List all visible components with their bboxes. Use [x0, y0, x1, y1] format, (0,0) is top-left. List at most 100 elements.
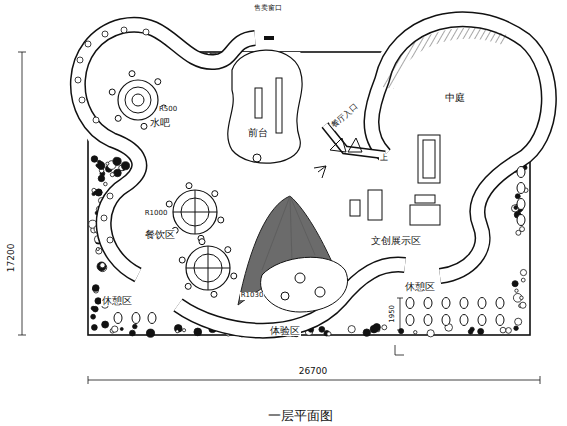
window-label: 售卖窗口	[253, 5, 283, 13]
shrub	[121, 162, 129, 170]
shrub	[114, 169, 121, 176]
chair	[166, 201, 172, 207]
column	[77, 57, 83, 63]
lounge-chair	[114, 313, 122, 324]
lounge-chair	[478, 298, 486, 309]
radius-label: R1000	[144, 210, 169, 218]
lounge-chair	[460, 298, 468, 309]
lounge-chair	[517, 167, 525, 178]
chair	[186, 183, 192, 189]
shrub	[106, 162, 109, 165]
lounge-chair	[496, 315, 504, 326]
shrub	[427, 330, 434, 337]
chair	[109, 89, 115, 95]
shrub	[319, 326, 325, 332]
shrub	[515, 194, 520, 199]
column	[107, 237, 113, 243]
shrub	[182, 329, 185, 332]
counter	[276, 78, 282, 133]
column	[85, 41, 91, 47]
shrub	[98, 160, 102, 164]
shrub	[506, 328, 512, 334]
shrub	[414, 331, 417, 334]
chair	[155, 79, 161, 85]
shrub	[120, 327, 123, 330]
chair	[185, 283, 191, 289]
lounge-chair	[442, 298, 450, 309]
shrub	[102, 321, 109, 328]
shrub	[133, 324, 138, 329]
zone-label: 体验区	[269, 325, 301, 336]
lounge-chair	[517, 183, 525, 194]
shrub	[478, 328, 484, 334]
shrub	[91, 156, 98, 163]
radius-label: R1030	[240, 292, 265, 300]
experience-enclosure	[261, 257, 348, 312]
lounge-chair	[517, 215, 525, 226]
columns	[75, 27, 149, 243]
counter	[255, 88, 262, 118]
shrub	[515, 289, 518, 292]
lounge-chair	[478, 315, 486, 326]
front-desk-pavilion	[228, 50, 302, 163]
lounge-chair	[148, 313, 156, 324]
chair	[129, 71, 135, 77]
round-table	[118, 80, 230, 290]
shrub	[112, 326, 118, 332]
shrub	[176, 330, 179, 333]
chair	[211, 291, 217, 297]
zone-label: 水吧	[149, 117, 171, 128]
lounge-chair	[424, 298, 432, 309]
column	[143, 29, 149, 35]
zone-label: 休憩区	[404, 281, 436, 292]
zone-label: 休憩区	[101, 295, 133, 306]
column	[101, 215, 107, 221]
chair	[199, 239, 205, 245]
shrub	[520, 302, 526, 308]
shrub	[110, 173, 114, 177]
shrub	[92, 285, 99, 292]
chair	[212, 191, 218, 197]
column	[121, 27, 127, 33]
shrub	[146, 329, 154, 337]
dimension-text: 17200	[7, 243, 17, 274]
shrub	[96, 248, 102, 254]
shrub	[348, 326, 355, 333]
stair-label: 上	[379, 154, 389, 163]
column	[107, 193, 113, 199]
shrub	[521, 278, 525, 282]
shrub	[104, 182, 108, 186]
exhibit-stand	[350, 135, 440, 225]
shrub	[514, 326, 518, 330]
shrub	[96, 248, 99, 251]
caption: 一层平面图	[267, 409, 334, 423]
shrub	[93, 306, 99, 312]
shrub	[100, 263, 105, 268]
chair	[115, 115, 121, 121]
shrub	[174, 325, 182, 333]
zone-label: 餐饮区	[144, 229, 176, 240]
shrub	[113, 157, 121, 165]
shrub	[512, 281, 518, 287]
shrub	[515, 318, 522, 325]
shrub	[92, 325, 98, 331]
shrub	[399, 329, 404, 334]
chair	[141, 123, 147, 129]
dimension-line	[18, 52, 540, 384]
column	[79, 97, 85, 103]
column	[75, 77, 81, 83]
lounge-chair	[132, 313, 140, 324]
shrub	[373, 324, 380, 331]
chair	[231, 273, 237, 279]
shrub	[363, 329, 370, 336]
dimension-text: 1950	[389, 304, 397, 324]
shrub	[382, 325, 387, 330]
lounge-chair	[406, 315, 414, 326]
shrub	[102, 323, 105, 326]
chairs	[109, 71, 237, 298]
lounge-chair	[496, 298, 504, 309]
shrub	[327, 332, 331, 336]
shrub	[194, 328, 202, 336]
lounge-chair	[424, 315, 432, 326]
